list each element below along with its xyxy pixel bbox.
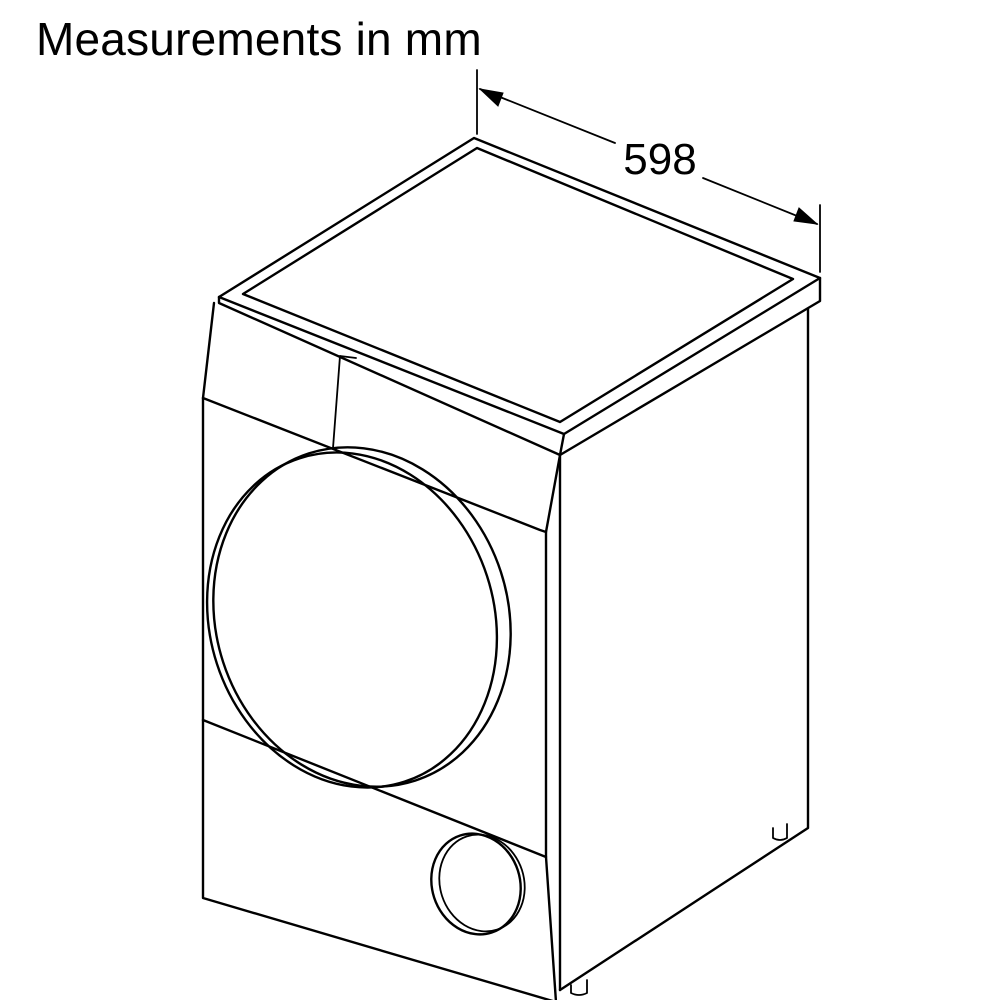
width-value: 598 <box>623 135 696 184</box>
arrowhead-left <box>478 88 504 107</box>
filter-flap <box>430 832 526 936</box>
arrowhead-right <box>793 207 819 225</box>
door <box>205 446 512 789</box>
page-title: Measurements in mm <box>36 13 482 65</box>
width-dimension: 598 <box>476 69 821 273</box>
front-panel <box>201 301 562 1000</box>
feet <box>570 823 788 996</box>
side-panel <box>558 307 810 992</box>
top-worktop <box>217 136 822 457</box>
